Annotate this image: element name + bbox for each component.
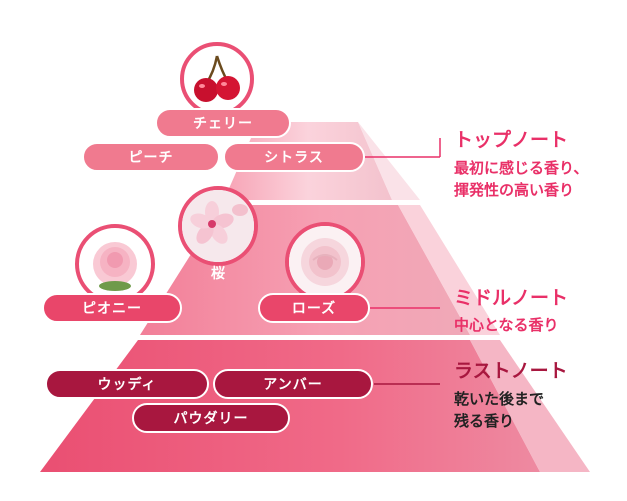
middle-note-peony: ピオニー: [42, 293, 182, 323]
middle-note-description: 中心となる香り: [454, 316, 559, 334]
pyramid-top-side: [358, 122, 420, 200]
top-note-description: 最初に感じる香り、 揮発性の高い香り: [454, 159, 589, 199]
last-note-title: ラストノート: [454, 360, 568, 382]
sakura-flower-icon: [178, 186, 258, 266]
last-note-woody: ウッディ: [45, 369, 209, 399]
middle-note-rose: ローズ: [258, 293, 370, 323]
cherry-icon: [180, 42, 254, 116]
last-note-powdery: パウダリー: [132, 403, 290, 433]
middle-note-title: ミドルノート: [454, 287, 569, 309]
last-note-amber: アンバー: [213, 369, 373, 399]
peony-flower-icon: [75, 224, 155, 304]
last-note-description: 乾いた後まで 残る香り: [454, 390, 545, 430]
top-note-title: トップノート: [454, 129, 569, 151]
pyramid-middle-side: [398, 205, 500, 335]
middle-note-sakura: 桜: [211, 266, 225, 282]
top-note-citrus: シトラス: [223, 142, 365, 172]
pyramid-bottom-side: [470, 340, 590, 472]
top-note-cherry: チェリー: [155, 108, 291, 138]
rose-flower-icon: [285, 222, 365, 302]
top-note-peach: ピーチ: [82, 142, 220, 172]
